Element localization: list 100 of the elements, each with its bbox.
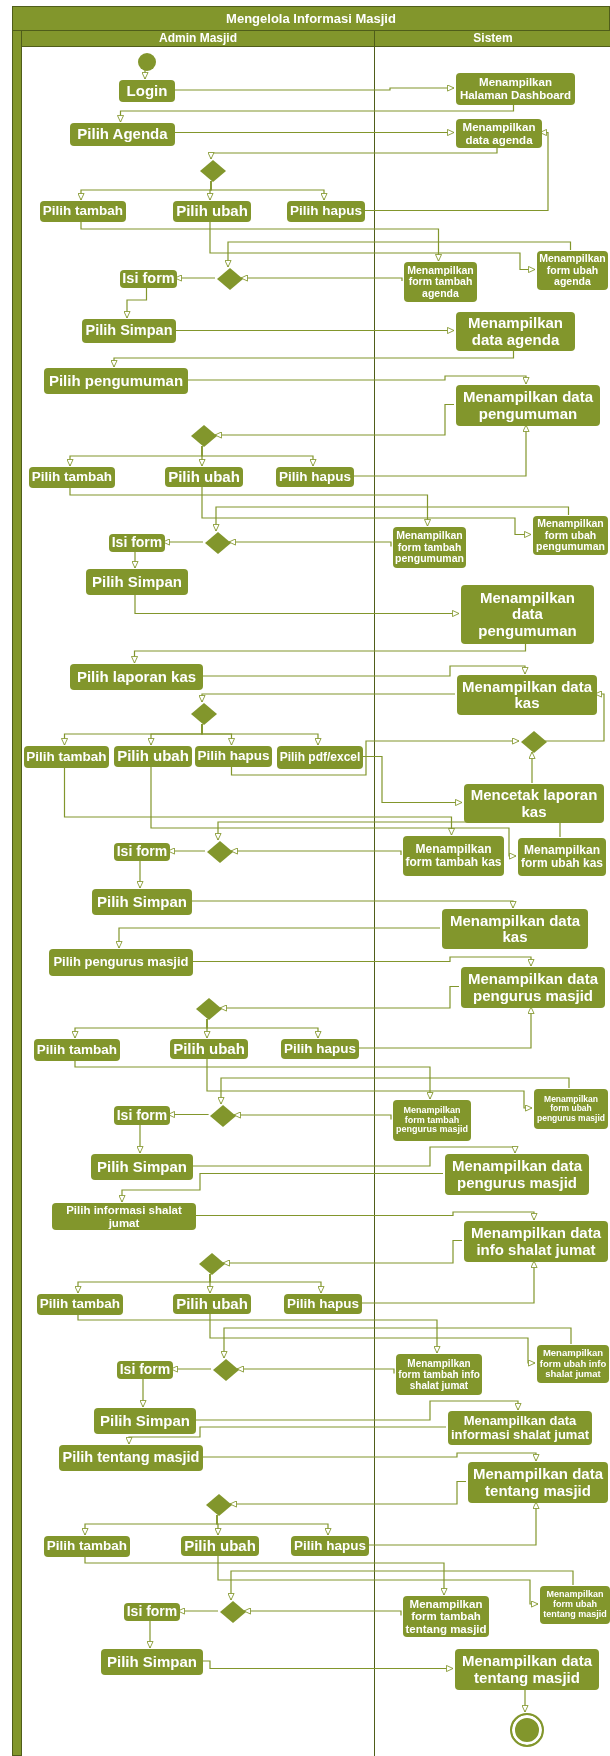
arrow bbox=[200, 1660, 454, 1672]
action-box: Menampilkan data pengurus masjid bbox=[461, 967, 605, 1008]
action-box: Menampilkan form ubah kas bbox=[518, 838, 606, 876]
arrow bbox=[63, 766, 455, 836]
decision-diamond bbox=[206, 1494, 232, 1516]
action-box: Isi form bbox=[109, 534, 165, 552]
lane-header: Sistem bbox=[375, 31, 610, 47]
action-box: Pilih pengumuman bbox=[44, 368, 188, 394]
action-box: Menampilkan form tambah pengumuman bbox=[393, 527, 466, 568]
decision-diamond bbox=[220, 1601, 246, 1623]
decision-diamond bbox=[521, 731, 547, 753]
action-box: Pilih hapus bbox=[287, 201, 365, 222]
arrow bbox=[167, 1111, 209, 1118]
arrow bbox=[74, 1059, 434, 1100]
action-box: Pilih ubah bbox=[173, 1294, 251, 1314]
action-box: Pilih Simpan bbox=[101, 1649, 203, 1675]
action-box: Pilih Simpan bbox=[82, 319, 176, 343]
action-box: Pilih tambah bbox=[34, 1039, 120, 1061]
arrow bbox=[229, 1480, 467, 1508]
action-box: Menampilkan data tentang masjid bbox=[455, 1649, 599, 1690]
action-box: Menampilkan data informasi shalat jumat bbox=[448, 1411, 592, 1445]
arrow bbox=[217, 1554, 539, 1608]
action-box: Pilih ubah bbox=[114, 746, 192, 767]
arrow bbox=[189, 900, 517, 909]
action-box: Pilih hapus bbox=[291, 1536, 369, 1556]
arrow bbox=[544, 690, 605, 742]
end-node bbox=[510, 1713, 544, 1747]
arrow bbox=[243, 1607, 402, 1617]
decision-diamond bbox=[200, 160, 226, 182]
action-box: Menampilkan form ubah info shalat jumat bbox=[537, 1345, 609, 1383]
arrow bbox=[362, 129, 549, 212]
arrow bbox=[521, 1688, 529, 1713]
action-box: Isi form bbox=[120, 270, 177, 288]
arrow bbox=[84, 1555, 448, 1596]
arrow bbox=[210, 180, 328, 201]
arrow bbox=[115, 927, 441, 949]
arrow bbox=[212, 506, 570, 532]
action-box: Menampilkan data agenda bbox=[456, 119, 542, 148]
action-box: Isi form bbox=[114, 1106, 170, 1125]
action-box: Menampilkan data tentang masjid bbox=[468, 1462, 608, 1503]
action-box: Isi form bbox=[117, 1361, 173, 1379]
action-box: Pilih tambah bbox=[44, 1536, 130, 1557]
action-box: Menampilkan form tambah kas bbox=[403, 836, 504, 876]
arrow bbox=[136, 1123, 144, 1154]
arrow bbox=[207, 146, 498, 160]
arrow bbox=[173, 327, 455, 334]
arrow bbox=[366, 1501, 540, 1546]
decision-diamond bbox=[210, 1105, 236, 1127]
action-box: Isi form bbox=[124, 1603, 180, 1621]
arrow bbox=[134, 593, 460, 617]
decision-diamond bbox=[191, 425, 217, 447]
action-box: Pilih tentang masjid bbox=[59, 1445, 203, 1471]
action-box: Pilih tambah bbox=[40, 201, 126, 222]
arrow bbox=[356, 1006, 535, 1049]
action-box: Pilih ubah bbox=[181, 1536, 259, 1556]
action-box: Menampilkan form tambah agenda bbox=[404, 262, 477, 302]
action-box: Menampilkan data pengumuman bbox=[456, 385, 600, 426]
arrow bbox=[214, 403, 455, 439]
arrow bbox=[174, 274, 216, 282]
decision-diamond bbox=[199, 1253, 225, 1275]
action-box: Pilih hapus bbox=[276, 467, 354, 487]
action-box: Menampilkan data pengumuman bbox=[461, 585, 594, 644]
arrow bbox=[351, 424, 530, 477]
arrow bbox=[190, 956, 535, 967]
arrow bbox=[185, 375, 530, 385]
arrow bbox=[131, 642, 527, 664]
arrow bbox=[219, 985, 460, 1012]
arrow bbox=[230, 847, 402, 856]
action-box: Menampilkan form tambah info shalat jumat bbox=[396, 1354, 482, 1395]
lane-header: Admin Masjid bbox=[22, 31, 374, 47]
arrow bbox=[236, 1365, 395, 1375]
arrow bbox=[193, 1400, 522, 1421]
action-box: Menampilkan form ubah agenda bbox=[537, 251, 608, 290]
arrow bbox=[528, 751, 536, 784]
arrow bbox=[360, 755, 463, 806]
arrow bbox=[228, 538, 392, 548]
action-box: Pilih tambah bbox=[29, 467, 115, 488]
arrow bbox=[209, 1312, 536, 1367]
arrow bbox=[193, 1211, 538, 1221]
arrow bbox=[200, 1452, 540, 1462]
arrow bbox=[200, 665, 529, 677]
arrow bbox=[146, 1619, 154, 1649]
arrow bbox=[216, 1514, 332, 1536]
arrow bbox=[125, 1426, 447, 1445]
arrow bbox=[150, 765, 517, 860]
action-box: Pilih Agenda bbox=[70, 123, 175, 146]
action-box: Pilih laporan kas bbox=[70, 664, 203, 690]
arrow bbox=[233, 1111, 392, 1121]
arrow bbox=[201, 723, 322, 746]
action-box: Menampilkan form ubah pengumuman bbox=[533, 516, 608, 555]
action-box: Pilih pengurus masjid bbox=[49, 949, 193, 976]
action-box: Pilih Simpan bbox=[94, 1408, 196, 1434]
arrow bbox=[77, 1313, 441, 1354]
arrow bbox=[201, 485, 532, 538]
arrow bbox=[110, 349, 515, 368]
arrow bbox=[117, 103, 515, 123]
action-box: Pilih ubah bbox=[170, 1039, 248, 1059]
decision-diamond bbox=[217, 268, 243, 290]
decision-diamond bbox=[196, 998, 222, 1020]
arrow bbox=[123, 286, 148, 319]
